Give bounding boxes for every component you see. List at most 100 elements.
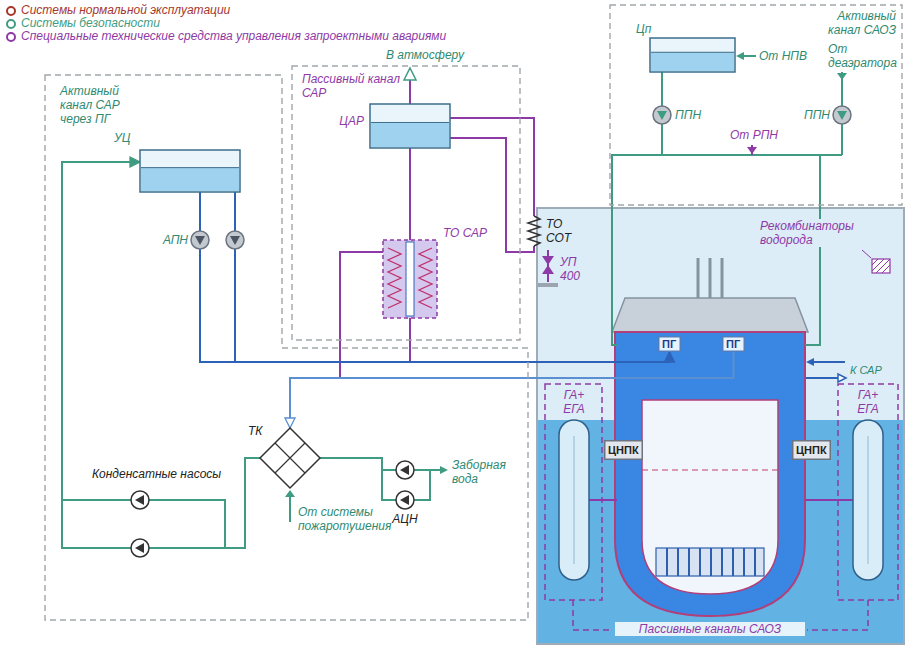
annotation-label: ТО СОТ xyxy=(546,217,576,245)
shape-outline xyxy=(140,150,240,192)
pump-arrow xyxy=(135,543,144,553)
accumulator-capsule: ГА+ ЕГА xyxy=(559,420,589,580)
component-label: ГА+ ЕГА xyxy=(558,388,590,416)
tank-body xyxy=(370,104,450,148)
reactor-core xyxy=(656,548,764,576)
steam-generator-box: ПГ xyxy=(658,336,681,352)
wall-penetration xyxy=(538,283,558,287)
label-holder: От РПН xyxy=(730,128,780,142)
pump-symbol xyxy=(833,106,851,124)
region-heading: Пассивный канал САР xyxy=(302,72,410,100)
shape-outline xyxy=(650,38,735,72)
label-holder: От системы пожаротушения xyxy=(298,505,386,533)
annotation-label: Заборная вода xyxy=(452,458,514,486)
shape-outline xyxy=(260,428,320,488)
water-surface xyxy=(141,167,239,168)
label-holder: От НПВ xyxy=(759,49,809,63)
box-label: ЦНПК xyxy=(792,440,831,460)
recombiner-hatch xyxy=(872,259,890,273)
label-holder: В атмосферу xyxy=(386,48,466,62)
shape-outline xyxy=(853,420,883,580)
pump-box: ЦНПК xyxy=(792,440,831,460)
vessel-inner xyxy=(642,400,778,594)
annotation-label: От РПН xyxy=(730,128,780,142)
hx-body xyxy=(383,240,437,318)
heat-exchanger-coil xyxy=(528,216,540,246)
valve-symbol xyxy=(542,256,554,274)
passive-sar-pipe xyxy=(409,148,411,240)
tank: Цп xyxy=(650,38,735,72)
label-holder: Рекомбинаторы водорода xyxy=(760,219,870,247)
label-holder: К САР xyxy=(850,363,898,377)
label-holder: ТО СОТ xyxy=(546,217,576,245)
label-holder: Конденсатные насосы xyxy=(92,467,232,481)
annotation-label: АЦН xyxy=(390,512,420,526)
annotation-label: ППН xyxy=(675,108,707,122)
capsule-axis xyxy=(868,436,869,564)
annotation-label: От системы пожаротушения xyxy=(298,505,386,533)
tank: УЦ xyxy=(140,150,240,192)
capsule-axis xyxy=(574,436,575,564)
box-label: ПГ xyxy=(658,336,681,352)
feedwater-pipe xyxy=(200,192,670,362)
pump-arrow xyxy=(230,236,240,245)
legend-row: Системы безопасности xyxy=(6,17,446,30)
label-holder: Пассивные каналы САОЗ xyxy=(615,622,805,636)
steam-pipe xyxy=(290,352,734,428)
legend-text: Системы нормальной эксплуатации xyxy=(21,4,230,17)
fire-water-pipe xyxy=(289,497,291,522)
box-outline xyxy=(659,337,681,352)
box-outline xyxy=(723,337,745,352)
feedwater-pipe xyxy=(234,192,236,362)
pump-box: ЦНПК xyxy=(604,440,643,460)
flow-arrow xyxy=(806,358,814,366)
flow-arrow xyxy=(736,52,744,60)
component-label: ТО САР xyxy=(443,226,493,240)
flow-arrow xyxy=(837,73,847,80)
legend-text: Специальные технические средства управле… xyxy=(21,30,446,43)
control-rod xyxy=(721,258,724,298)
vessel-midline xyxy=(642,469,778,470)
pump-arrow xyxy=(837,111,847,120)
legend-row: Специальные технические средства управле… xyxy=(6,30,446,43)
flow-arrow-hollow xyxy=(838,374,846,382)
vessel-shell xyxy=(615,332,805,616)
box-label: ЦНПК xyxy=(604,440,643,460)
pump-symbol xyxy=(191,231,209,249)
annotation-label: К САР xyxy=(850,363,898,377)
label-holder: УП 400 xyxy=(560,255,588,283)
legend-swatch xyxy=(6,6,16,16)
heat-exchanger: ТО САР xyxy=(383,240,437,318)
annotation-label: От НПВ xyxy=(759,49,809,63)
system-region: Активный канал САОЗЦп xyxy=(610,5,902,205)
steam-generator-box: ПГ xyxy=(722,336,745,352)
hx-coil xyxy=(388,248,401,308)
pump-arrow xyxy=(400,465,409,475)
vessel-cover xyxy=(612,298,808,332)
tank-water xyxy=(371,122,449,147)
box-label: ПГ xyxy=(722,336,745,352)
tank-water xyxy=(651,52,734,71)
annotation-label: УП 400 xyxy=(560,255,588,283)
label-holder: АЦН xyxy=(390,512,420,526)
annotation-label: Конденсатные насосы xyxy=(92,467,232,481)
water-surface xyxy=(651,52,734,53)
accumulator-frame xyxy=(545,384,602,600)
npv-pipe xyxy=(742,55,756,57)
annotation-label: В атмосферу xyxy=(386,48,466,62)
label-holder: ППН xyxy=(798,108,830,122)
legend: Системы нормальной эксплуатацииСистемы б… xyxy=(6,4,446,43)
tank-water xyxy=(141,168,239,191)
box-outline xyxy=(605,441,643,460)
core-grid xyxy=(667,548,755,576)
region-outline xyxy=(610,5,902,205)
annotation-label: АПН xyxy=(158,233,188,247)
legend-row: Системы нормальной эксплуатации xyxy=(6,4,446,17)
annotation-label: Рекомбинаторы водорода xyxy=(760,219,870,247)
pump-arrow xyxy=(657,111,667,120)
annotation-label: ППН xyxy=(798,108,830,122)
pump-arrow xyxy=(195,236,205,245)
pump-symbol xyxy=(131,491,149,509)
capsule-body xyxy=(559,420,589,580)
label-holder: ППН xyxy=(675,108,707,122)
